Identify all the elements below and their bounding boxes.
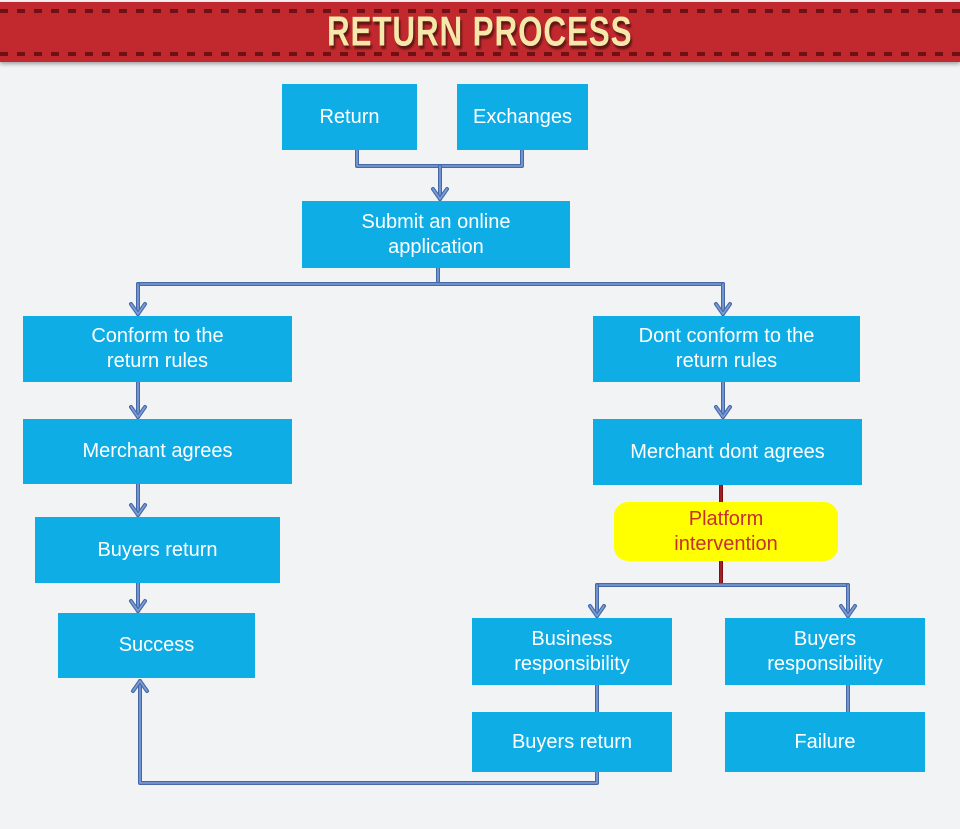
flow-node-label: Submit an online application: [361, 210, 511, 258]
flow-node-label: Merchant agrees: [82, 440, 233, 462]
flow-node-platform-intervention: Platform intervention: [614, 502, 838, 561]
flow-node-label: Buyers responsibility: [767, 627, 883, 675]
flow-node-label: Dont conform to the return rules: [638, 325, 815, 372]
flow-node-merchant-agrees: Merchant agrees: [23, 419, 292, 484]
flow-node-label: Platform intervention: [674, 507, 778, 555]
flow-node-label: Buyers return: [511, 730, 633, 753]
flow-node-business-responsibility: Business responsibility: [472, 618, 672, 685]
flow-node-label: Merchant dont agrees: [630, 440, 825, 463]
title-banner: RETURN PROCESS: [0, 2, 960, 62]
page-title: RETURN PROCESS: [327, 8, 633, 55]
flow-node-label: Conform to the return rules: [91, 325, 224, 372]
flow-node-label: Success: [118, 634, 195, 656]
flow-node-buyers-return-left: Buyers return: [35, 517, 280, 583]
flow-node-buyers-responsibility: Buyers responsibility: [725, 618, 925, 685]
arrowhead-conform-to-merchant-core: [130, 406, 146, 418]
flow-node-label: Failure: [794, 730, 856, 753]
flow-node-label: Return: [319, 105, 380, 128]
flow-node-return: Return: [282, 84, 417, 150]
arrowhead-split-to-business-core: [589, 605, 605, 617]
arrowhead-loop-back-to-success-core: [132, 680, 148, 692]
flow-node-submit-application: Submit an online application: [302, 201, 570, 268]
flow-node-buyers-return-bottom: Buyers return: [472, 712, 672, 772]
arrowhead-dontconform-to-merchantdont-core: [715, 406, 731, 418]
arrowhead-join-to-submit-core: [432, 188, 448, 200]
arrowhead-split-to-conform-core: [130, 303, 146, 315]
arrowhead-buyers-return-to-success-core: [130, 600, 146, 612]
flow-node-success: Success: [58, 613, 255, 678]
flow-node-conform-rules: Conform to the return rules: [23, 316, 292, 382]
edge-loop-back-to-success-core: [139, 680, 598, 784]
flow-node-exchanges: Exchanges: [457, 84, 588, 150]
flow-node-label: Business responsibility: [514, 627, 630, 675]
flow-node-label: Buyers return: [97, 538, 218, 561]
flow-node-failure: Failure: [725, 712, 925, 772]
flow-node-merchant-dont-agrees: Merchant dont agrees: [593, 419, 862, 485]
arrowhead-split-to-dont-conform-core: [715, 303, 731, 315]
arrowhead-merchant-to-buyers-return-core: [130, 504, 146, 516]
flow-node-dont-conform-rules: Dont conform to the return rules: [593, 316, 860, 382]
banner-stitch-bottom: [0, 52, 960, 56]
arrowhead-split-to-buyersresp-core: [840, 605, 856, 617]
banner-stitch-top: [0, 9, 960, 13]
flow-node-label: Exchanges: [473, 105, 572, 128]
